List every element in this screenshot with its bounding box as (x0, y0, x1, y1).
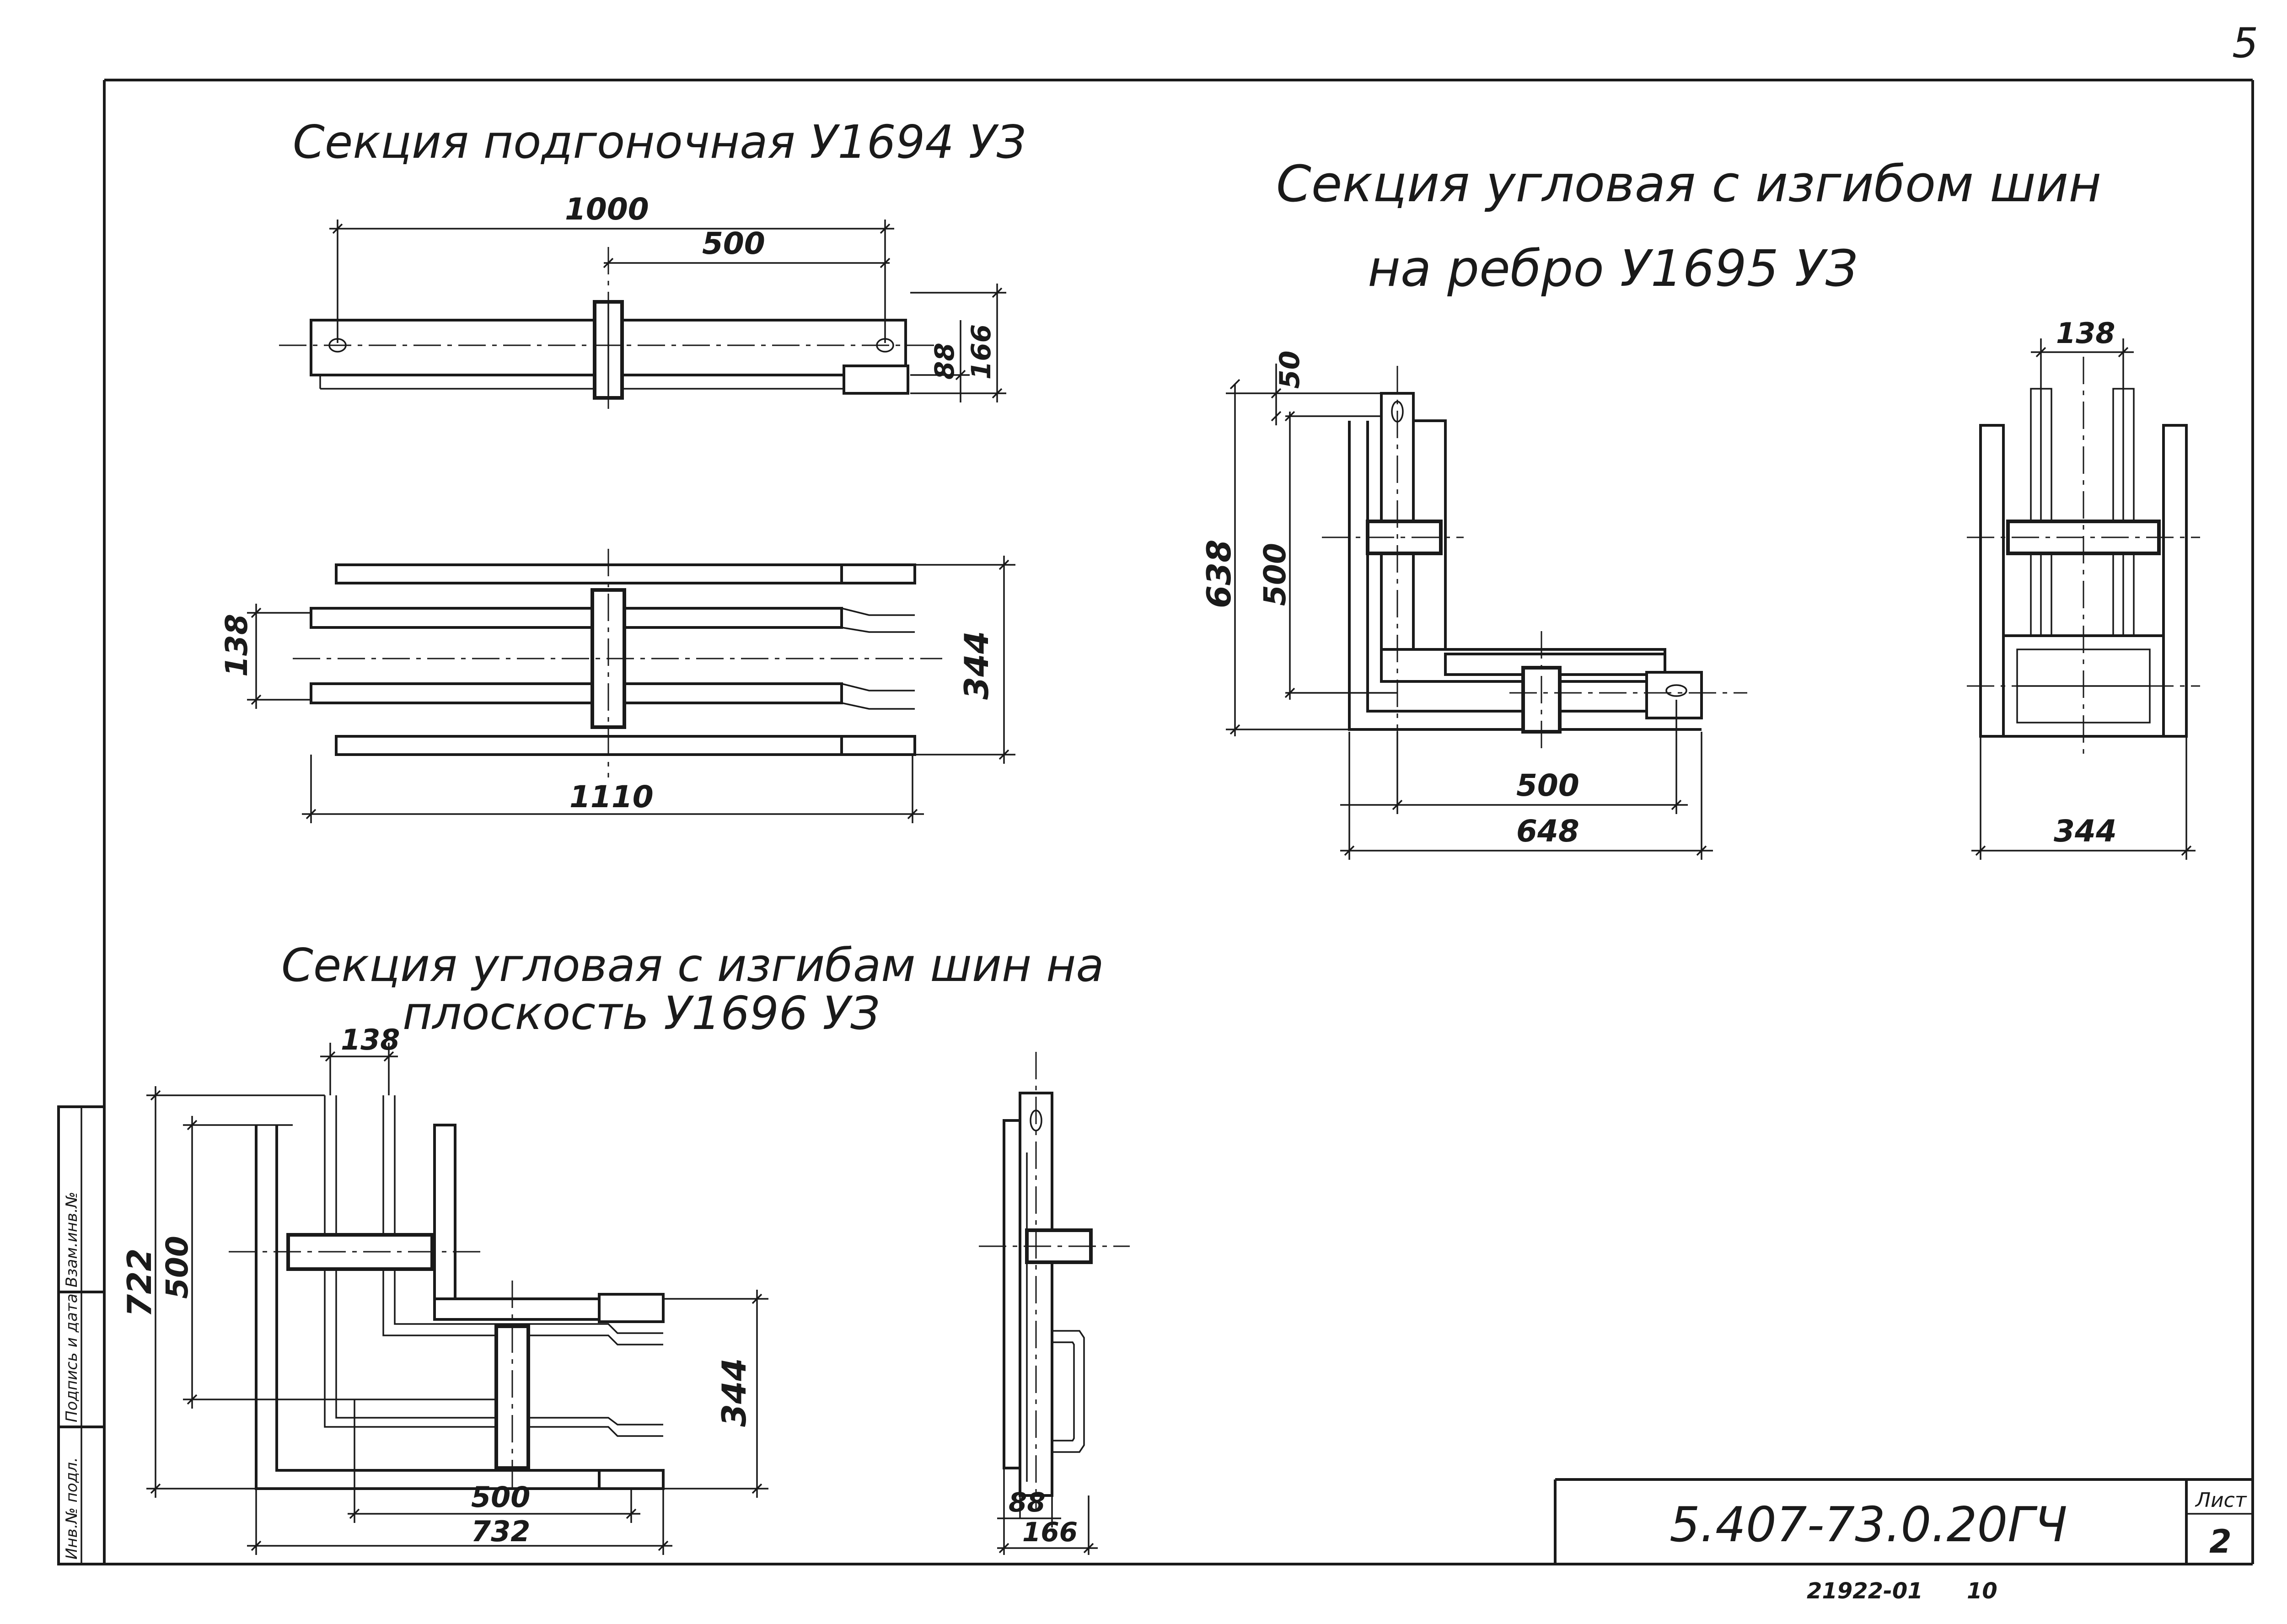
sheet-number: 2 (2209, 1523, 2232, 1560)
dim-flat-side-166: 166 (1022, 1517, 1078, 1548)
sheet-frame (103, 79, 2254, 1565)
fitting-section-top-view (279, 220, 1006, 412)
title-block (1554, 1478, 2253, 1564)
title-flat-bend-section-line1: Секция угловая с изгибам шин на (281, 938, 1104, 992)
dim-fitting-1000: 1000 (565, 192, 649, 227)
dim-flat-138: 138 (341, 1023, 400, 1056)
stamp-inventory-original: Инв.№ подл. (63, 1457, 81, 1560)
stamp-replacement-inventory: Взам.инв.№ (63, 1192, 81, 1287)
dim-flat-side-88: 88 (1009, 1487, 1046, 1518)
dim-flat-500-vertical: 500 (160, 1236, 195, 1299)
dim-edge-638: 638 (1200, 540, 1238, 608)
fitting-section-plan-view (247, 549, 1015, 823)
dim-fitting-138: 138 (219, 614, 254, 677)
flat-bend-section-plan-view (146, 1043, 768, 1555)
document-code: 5.407-73.0.20ГЧ (1670, 1497, 2067, 1553)
sheet-label: Лист (2195, 1489, 2247, 1512)
title-edge-bend-section-line1: Секция угловая с изгибом шин (1276, 155, 2101, 213)
dim-edge-50: 50 (1274, 351, 1306, 389)
dim-fitting-500: 500 (702, 226, 765, 261)
dim-fitting-1110: 1110 (569, 779, 654, 815)
title-fitting-section: Секция подгоночная У1694 УЗ (293, 115, 1026, 169)
dim-fitting-166: 166 (966, 324, 997, 380)
edge-bend-section-front-view (1226, 364, 1747, 860)
dim-flat-500-horizontal: 500 (471, 1480, 530, 1514)
title-flat-bend-section-line2: плоскость У1696 УЗ (403, 986, 880, 1040)
dim-flat-344: 344 (715, 1358, 753, 1427)
side-stamp: Инв.№ подл. Подпись и дата Взам.инв.№ (57, 1105, 106, 1565)
dim-edge-side-344: 344 (2054, 814, 2117, 849)
order-number: 21922-01 (1807, 1578, 1923, 1604)
dim-fitting-344: 344 (957, 631, 996, 700)
dim-fitting-88: 88 (929, 343, 960, 380)
dim-edge-500-horizontal: 500 (1516, 768, 1579, 803)
stamp-signature-date: Подпись и дата (63, 1293, 81, 1422)
dim-edge-500-vertical: 500 (1257, 543, 1293, 606)
dim-edge-side-138: 138 (2056, 316, 2115, 350)
flat-bend-section-side-view (979, 1052, 1130, 1555)
dim-flat-722: 722 (120, 1249, 159, 1317)
title-edge-bend-section-line2: на ребро У1695 УЗ (1368, 239, 1858, 298)
dim-flat-732: 732 (471, 1515, 530, 1548)
copy-number: 10 (1967, 1578, 1997, 1604)
dim-edge-648: 648 (1516, 814, 1579, 849)
page-number: 5 (2232, 19, 2258, 67)
edge-bend-section-side-view (1967, 338, 2200, 860)
